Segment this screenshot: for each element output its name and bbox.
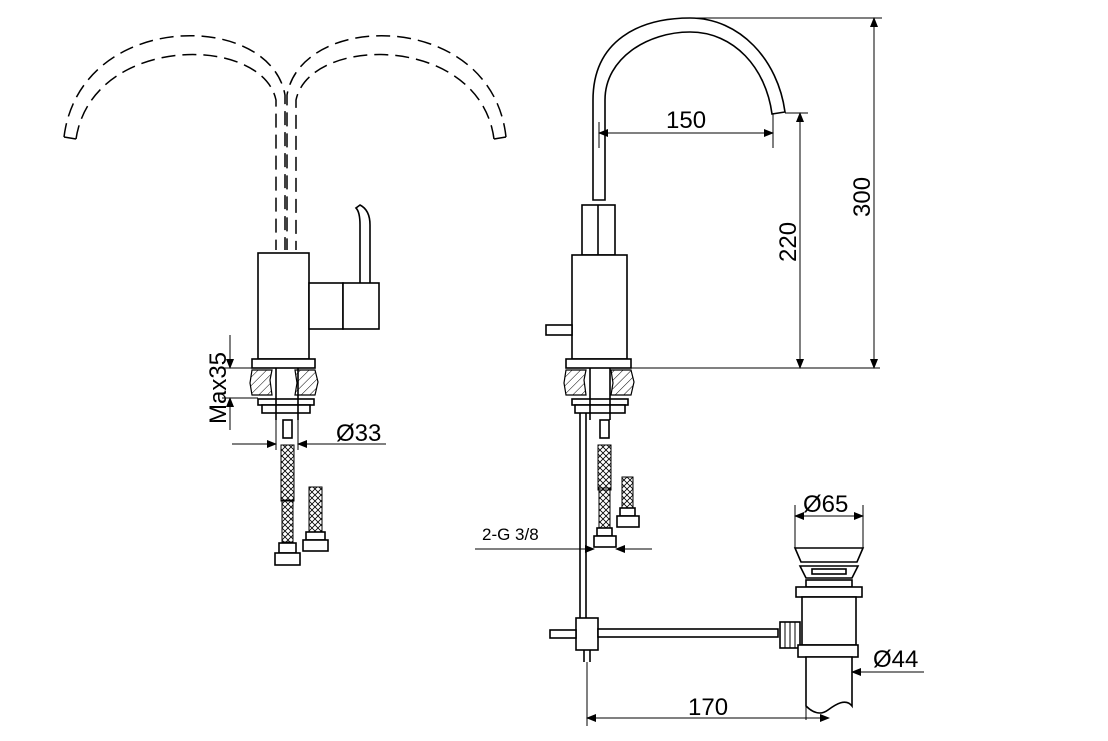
pop-up-rod-length-dimension: 170 [586,662,830,726]
counter-top-section [249,369,319,396]
max-thickness-label: Max35 [205,352,232,424]
base-flange [251,358,316,369]
counter-top-section-front [563,369,635,396]
lever-stub [545,324,573,336]
side-view: Max35 Ø33 [63,35,507,566]
waste-head-diameter-label: Ø65 [803,491,848,518]
overall-height-label: 300 [849,177,876,217]
pop-up-rod-length-label: 170 [688,694,728,721]
spout [592,17,786,201]
front-view: 150 220 300 2-G 3/8 Ø65 [475,17,924,726]
spout-reach-dimension: 150 [598,107,774,148]
supply-hoses [274,419,329,566]
spout-height-dimension: 220 [631,112,880,369]
pop-up-waste [779,547,865,714]
waste-head-diameter-dimension: Ø65 [794,491,864,548]
cartridge-housing [308,282,344,330]
tap-body-front [571,254,628,360]
lever-base [342,282,380,330]
overall-height-dimension: 300 [690,17,882,369]
body-diameter-dimension: Ø33 [232,420,386,450]
fixing-nut [261,404,311,414]
lever-handle [354,204,371,287]
fixing-washer [257,398,315,406]
tap-body [257,252,310,360]
supply-hoses-front [593,419,640,548]
spout-reach-label: 150 [666,107,706,134]
waste-pipe-diameter-label: Ø44 [873,646,918,673]
body-diameter-label: Ø33 [336,420,381,447]
base-flange-front [565,358,632,369]
pop-up-rod [549,413,779,662]
spout-height-label: 220 [775,222,802,262]
hose-thread-label: 2-G 3/8 [482,525,539,544]
waste-pipe-diameter-dimension: Ø44 [805,646,924,720]
hose-thread-dimension: 2-G 3/8 [475,525,652,553]
max-thickness-dimension: Max35 [205,335,258,430]
waste-head [793,547,865,563]
waste-tail-pipe [805,656,853,714]
spout-swing-arcs [63,35,507,250]
